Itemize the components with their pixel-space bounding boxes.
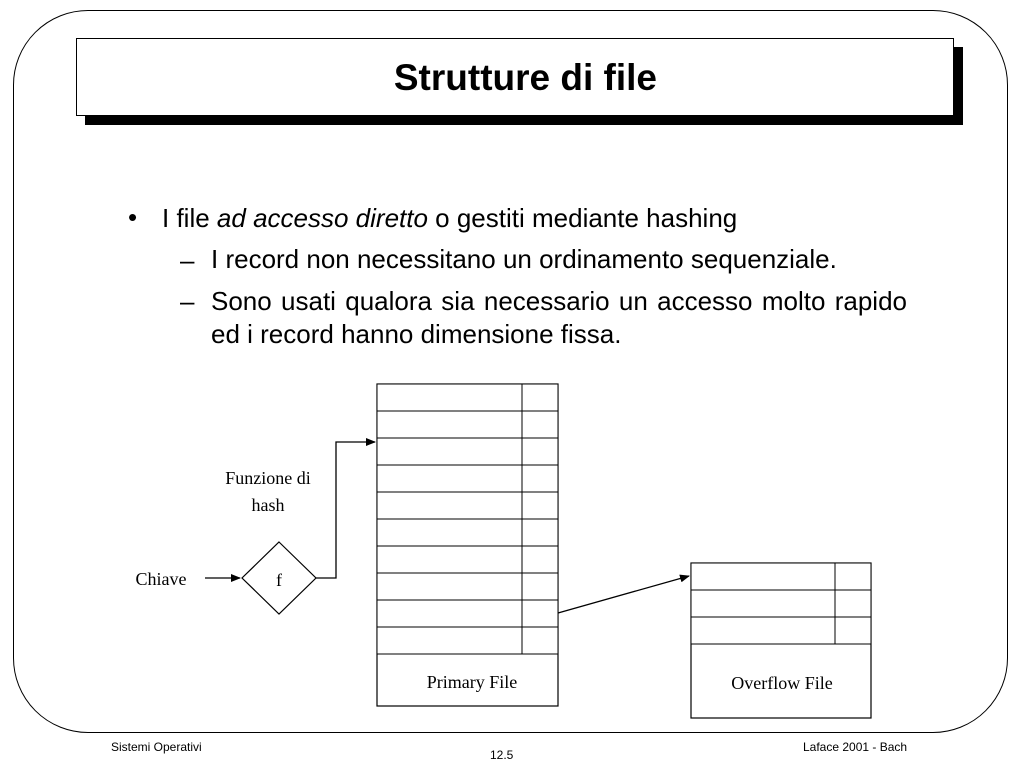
- record-pointer-cell: [521, 437, 559, 466]
- record-row: [376, 383, 523, 412]
- record-row: [376, 599, 523, 628]
- hash-function-symbol: f: [276, 570, 282, 590]
- record-pointer-cell: [521, 410, 559, 439]
- primary-file-label: Primary File: [427, 672, 518, 692]
- title-box: Strutture di file: [76, 38, 954, 116]
- hash-function-label-line1: Funzione di: [225, 468, 311, 488]
- primary-file: Primary File: [376, 383, 559, 707]
- function-to-record-arrow: [316, 438, 376, 579]
- record-row: [376, 410, 523, 439]
- record-row: [376, 491, 523, 520]
- record-pointer-cell: [521, 491, 559, 520]
- record-pointer-cell: [834, 589, 872, 618]
- record-pointer-cell: [834, 616, 872, 645]
- footer-author: Laface 2001 - Bach: [803, 740, 908, 754]
- bullet-text: I file ad accesso diretto o gestiti medi…: [162, 198, 737, 238]
- record-row: [690, 589, 836, 618]
- sub-item-text: I record non necessitano un ordinamento …: [211, 244, 837, 274]
- footer-page-number: 12.5: [490, 748, 514, 762]
- record-row: [690, 562, 836, 591]
- bullet-marker: •: [128, 202, 138, 232]
- overflow-chain-arrow: [557, 574, 690, 614]
- page-title: Strutture di file: [393, 57, 657, 98]
- record-row: [376, 464, 523, 493]
- record-pointer-cell: [521, 464, 559, 493]
- record-row: [376, 518, 523, 547]
- key-label: Chiave: [136, 569, 187, 589]
- record-row: [690, 616, 836, 645]
- record-pointer-cell: [521, 545, 559, 574]
- record-pointer-cell: [521, 572, 559, 601]
- hash-function-label-line2: hash: [252, 495, 285, 515]
- record-pointer-cell: [834, 562, 872, 591]
- sub-item-marker: –: [180, 245, 195, 275]
- hash-function-diamond: [241, 541, 317, 615]
- footer-course: Sistemi Operativi: [111, 740, 202, 754]
- record-row: [376, 437, 523, 466]
- record-pointer-cell: [521, 626, 559, 655]
- record-pointer-cell: [521, 383, 559, 412]
- slide-frame: [13, 10, 1008, 733]
- record-row: [376, 626, 523, 655]
- record-row: [376, 545, 523, 574]
- overflow-file-label: Overflow File: [731, 673, 832, 693]
- record-pointer-cell: [521, 518, 559, 547]
- sub-item-text: Sono usati qualora sia necessario un acc…: [211, 286, 907, 349]
- record-row: [376, 572, 523, 601]
- bullet-suffix: o gestiti mediante hashing: [427, 203, 738, 233]
- record-pointer-cell: [521, 599, 559, 628]
- sub-item-marker: –: [180, 286, 195, 316]
- overflow-file: Overflow File: [690, 562, 872, 719]
- bullet-prefix: I file: [162, 203, 217, 233]
- bullet-emphasis: ad accesso diretto: [216, 203, 428, 233]
